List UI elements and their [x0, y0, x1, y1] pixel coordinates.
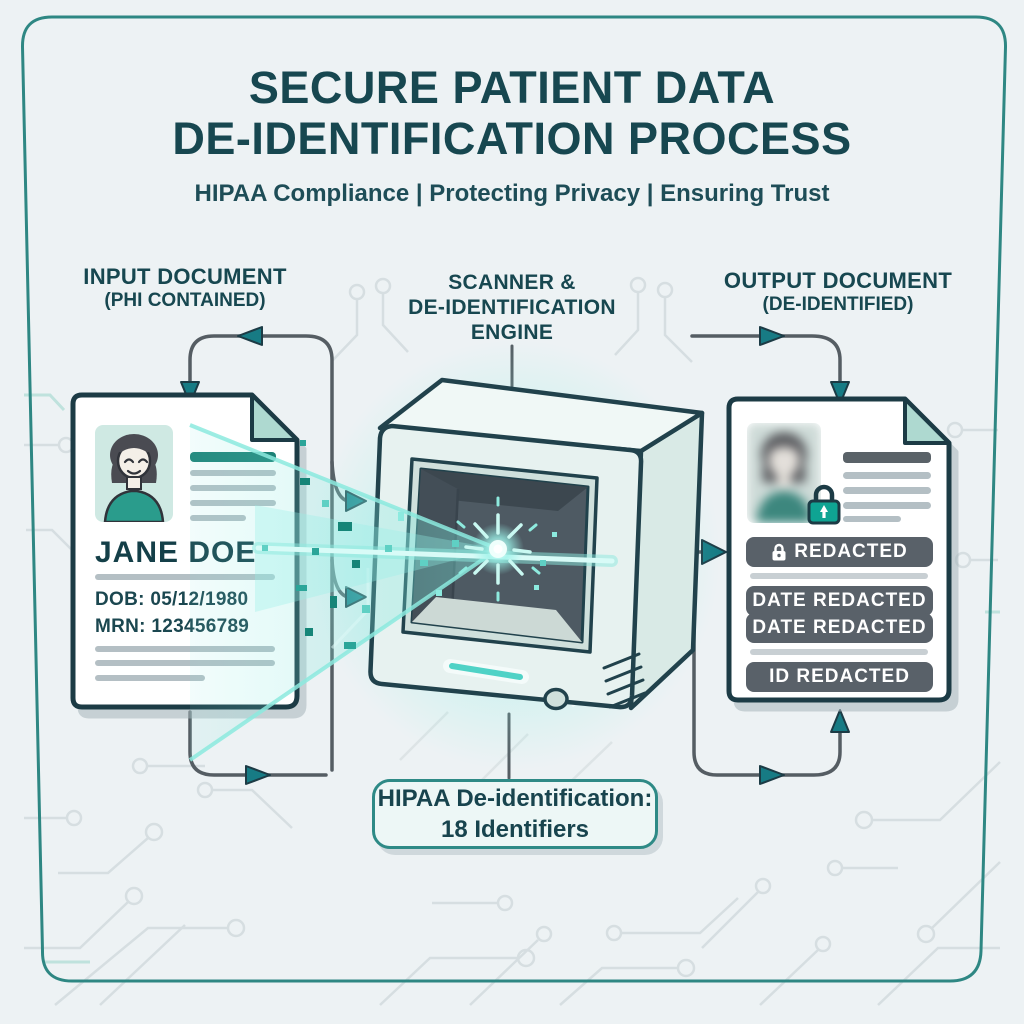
placeholder-line [190, 470, 276, 476]
input-document-card: JANE DOE DOB: 05/12/1980 MRN: 123456789 [70, 392, 300, 710]
header: SECURE PATIENT DATA DE-IDENTIFICATION PR… [0, 62, 1024, 208]
page-title-line2: DE-IDENTIFICATION PROCESS [172, 113, 852, 165]
lock-icon [807, 484, 841, 525]
hipaa-label-line1: HIPAA De-identification: [377, 784, 653, 812]
placeholder-line [190, 500, 276, 506]
placeholder-line [95, 675, 205, 681]
redacted-bar-label: ID REDACTED [769, 666, 910, 687]
input-column-header: INPUT DOCUMENT (PHI CONTAINED) [60, 264, 310, 313]
redacted-bar-label: DATE REDACTED [752, 617, 927, 638]
output-column-header: OUTPUT DOCUMENT (DE-IDENTIFIED) [713, 268, 963, 317]
frame-border [20, 15, 1008, 983]
circuit-pattern [24, 276, 1001, 1006]
placeholder-line [843, 502, 931, 509]
blurred-patient-photo [747, 423, 821, 523]
placeholder-line [843, 472, 931, 479]
hipaa-identifiers-label: HIPAA De-identification: 18 Identifiers [372, 779, 658, 849]
circuit-accents-teal [24, 393, 1000, 964]
redacted-bar-label: DATE REDACTED [752, 590, 927, 611]
divider-line [750, 649, 928, 655]
placeholder-line [95, 646, 275, 652]
scanner-device [310, 340, 720, 770]
redacted-bar-label: REDACTED [794, 541, 908, 562]
patient-mrn: MRN: 123456789 [95, 616, 250, 637]
engine-title-line3: ENGINE [470, 321, 554, 345]
input-column-title: INPUT DOCUMENT [83, 264, 287, 289]
engine-title-line1: SCANNER & [448, 271, 576, 294]
output-column-title: OUTPUT DOCUMENT [723, 268, 953, 293]
placeholder-line [843, 516, 901, 522]
engine-title-line2: DE-IDENTIFICATION [408, 296, 616, 320]
input-column-subtitle: (PHI CONTAINED) [104, 290, 266, 312]
divider-line [95, 574, 275, 580]
divider-line [750, 573, 928, 579]
placeholder-line [843, 452, 931, 463]
placeholder-line [843, 487, 931, 494]
redacted-bar-id: ID REDACTED [746, 662, 933, 692]
lock-icon [772, 543, 786, 560]
placeholder-line [190, 515, 246, 521]
placeholder-line [95, 660, 275, 666]
redacted-bar-date2: DATE REDACTED [746, 613, 933, 643]
placeholder-line [190, 485, 276, 491]
hipaa-label-line2: 18 Identifiers [440, 816, 590, 843]
output-column-subtitle: (DE-IDENTIFIED) [762, 294, 914, 316]
placeholder-line [190, 452, 276, 462]
redacted-bar-date1: DATE REDACTED [746, 586, 933, 616]
patient-photo [95, 425, 173, 522]
page-title-line1: SECURE PATIENT DATA [248, 62, 776, 113]
output-document-card: REDACTED DATE REDACTED DATE REDACTED ID … [726, 396, 952, 703]
redacted-bar-name: REDACTED [746, 537, 933, 567]
patient-dob: DOB: 05/12/1980 [95, 589, 249, 610]
page-subtitle: HIPAA Compliance | Protecting Privacy | … [194, 179, 830, 207]
engine-column-header: SCANNER & DE-IDENTIFICATION ENGINE [392, 270, 632, 346]
patient-name: JANE DOE [95, 536, 257, 569]
